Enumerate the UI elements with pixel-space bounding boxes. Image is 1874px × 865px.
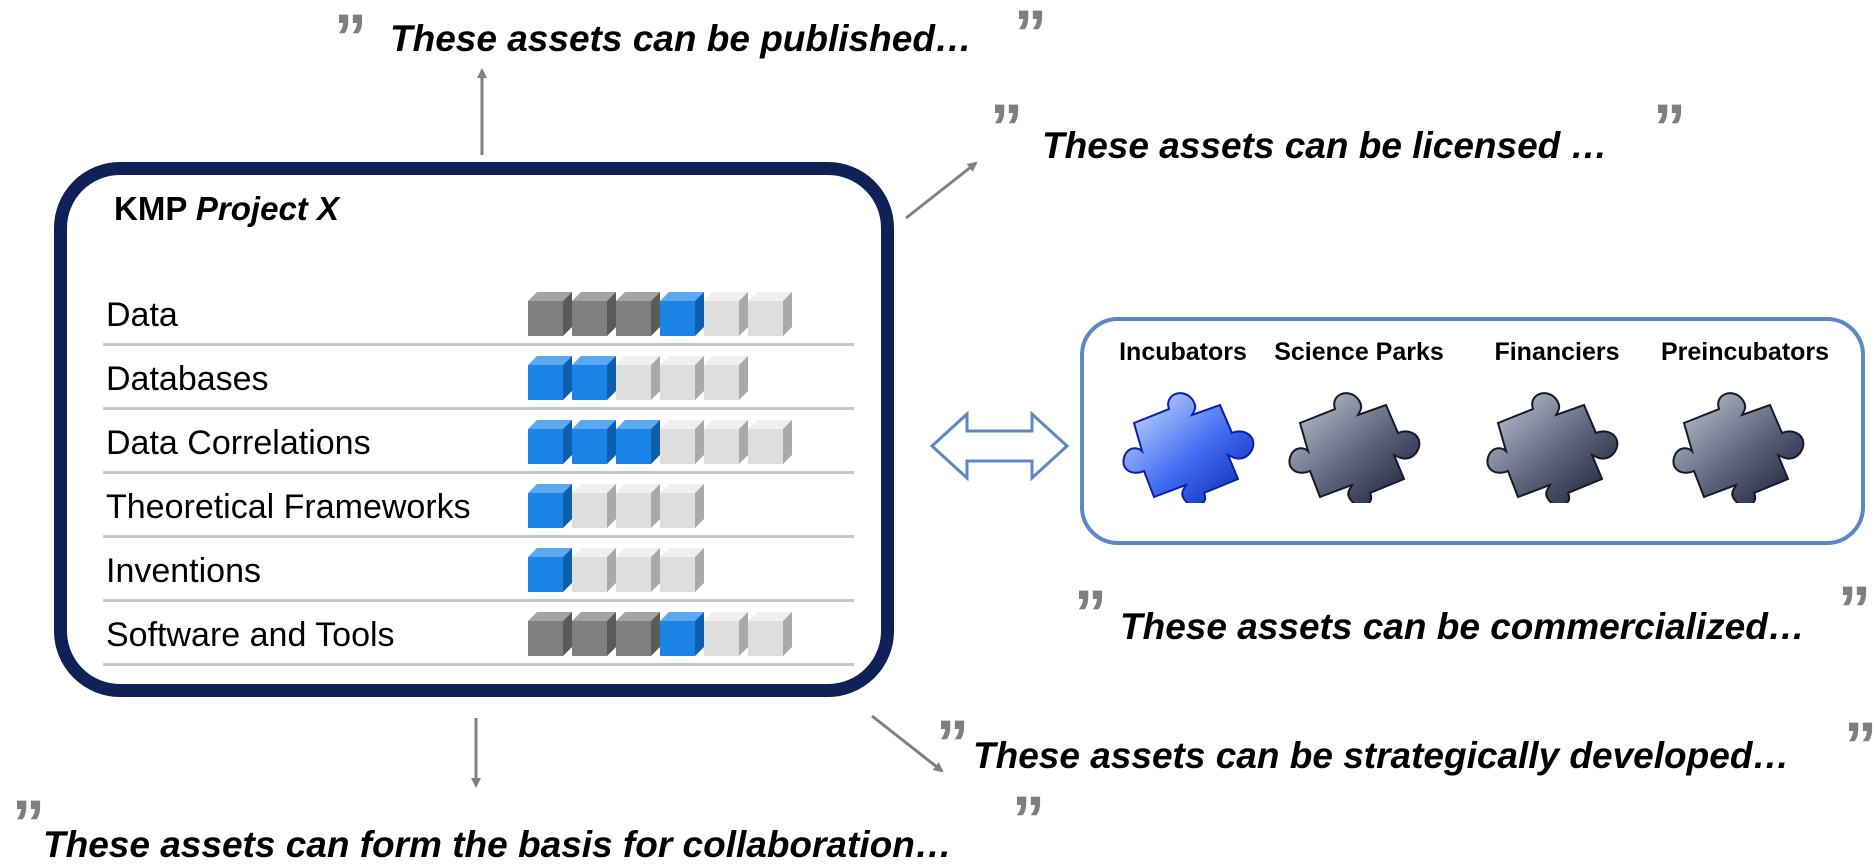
double-arrow-icon	[929, 410, 1070, 482]
asset-label: Databases	[106, 360, 269, 398]
asset-label: Software and Tools	[106, 616, 395, 654]
level-cube-light	[704, 420, 748, 469]
puzzle-piece-icon	[1664, 385, 1814, 508]
level-cube-gray	[616, 612, 660, 661]
level-cube-blue	[528, 420, 572, 469]
level-cube-blue	[616, 420, 660, 469]
asset-label: Theoretical Frameworks	[106, 488, 471, 526]
level-cube-light	[572, 484, 616, 533]
level-cube-blue	[528, 484, 572, 533]
quote-mark-icon: ”	[1014, 0, 1047, 70]
project-name: Project X	[195, 190, 339, 227]
quote-strategic: These assets can be strategically develo…	[973, 735, 1790, 776]
level-cube-gray	[616, 292, 660, 341]
puzzle-piece-icon	[1280, 385, 1430, 508]
level-cube-light	[660, 356, 704, 405]
quote-mark-icon: ”	[1653, 90, 1686, 164]
level-cube-light	[748, 612, 792, 661]
level-cube-light	[660, 420, 704, 469]
quote-mark-icon: ”	[1012, 782, 1045, 856]
level-cube-light	[616, 548, 660, 597]
row-divider	[103, 663, 854, 666]
partner-label: Science Parks	[1274, 338, 1444, 366]
level-cube-blue	[528, 356, 572, 405]
row-divider	[103, 535, 854, 538]
level-cube-light	[660, 484, 704, 533]
level-cube-light	[572, 548, 616, 597]
level-cube-light	[704, 612, 748, 661]
level-cube-blue	[528, 548, 572, 597]
arrow-up-right	[905, 161, 978, 220]
quote-mark-icon: ”	[1074, 576, 1107, 650]
asset-label: Inventions	[106, 552, 261, 590]
level-cube-light	[704, 356, 748, 405]
row-divider	[103, 471, 854, 474]
quote-collaboration: These assets can form the basis for coll…	[43, 824, 952, 865]
row-divider	[103, 599, 854, 602]
level-cube-gray	[528, 612, 572, 661]
level-cube-gray	[528, 292, 572, 341]
quote-mark-icon: ”	[12, 786, 45, 860]
quote-mark-icon: ”	[334, 0, 367, 74]
quote-mark-icon: ”	[1844, 708, 1874, 782]
puzzle-piece-icon	[1114, 385, 1264, 508]
level-cube-light	[748, 420, 792, 469]
arrow-down-right	[871, 714, 944, 773]
level-cube-blue	[572, 356, 616, 405]
puzzle-piece-icon	[1478, 385, 1628, 508]
row-divider	[103, 407, 854, 410]
partner-label: Preincubators	[1660, 338, 1830, 366]
level-cube-gray	[572, 292, 616, 341]
quote-mark-icon: ”	[990, 90, 1023, 164]
level-cube-light	[616, 356, 660, 405]
level-cube-light	[616, 484, 660, 533]
quote-published: These assets can be published…	[390, 18, 972, 59]
quote-mark-icon: ”	[936, 706, 969, 780]
project-prefix: KMP	[114, 190, 187, 227]
level-cube-light	[748, 292, 792, 341]
partner-label: Financiers	[1494, 338, 1620, 366]
quote-commercialized: These assets can be commercialized…	[1120, 606, 1805, 647]
asset-label: Data Correlations	[106, 424, 371, 462]
level-cube-blue	[660, 292, 704, 341]
level-cube-light	[704, 292, 748, 341]
level-cube-gray	[572, 612, 616, 661]
partner-label: Incubators	[1119, 338, 1247, 366]
project-title: KMP Project X	[114, 190, 339, 228]
row-divider	[103, 343, 854, 346]
quote-mark-icon: ”	[1838, 572, 1871, 646]
level-cube-blue	[660, 612, 704, 661]
quote-licensed: These assets can be licensed …	[1042, 125, 1608, 166]
level-cube-blue	[572, 420, 616, 469]
level-cube-light	[660, 548, 704, 597]
asset-label: Data	[106, 296, 178, 334]
